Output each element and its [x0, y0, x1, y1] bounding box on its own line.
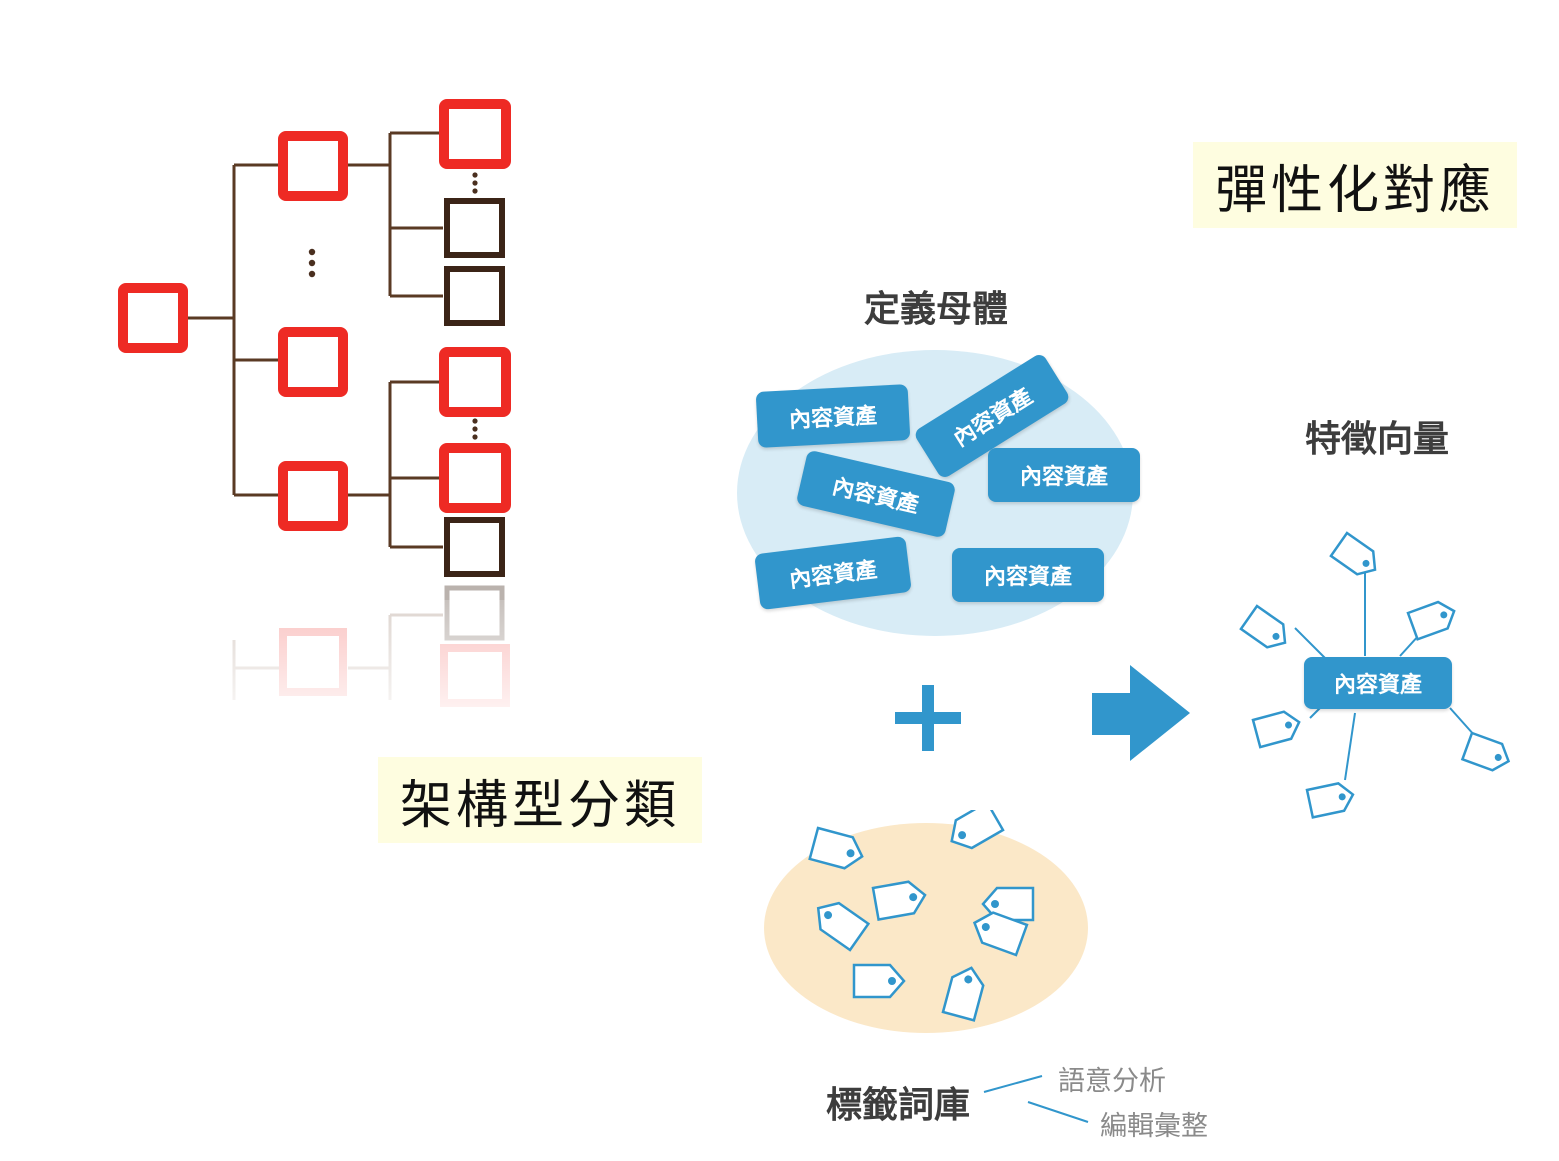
- tag-icon: [972, 911, 1029, 957]
- tag-icon: [1251, 710, 1301, 749]
- tag-icon: [1329, 531, 1377, 576]
- feature-vector-title: 特徵向量: [1305, 419, 1450, 460]
- tag-icon: [950, 810, 1005, 850]
- tree-node-root: [118, 283, 188, 353]
- library-tags: [808, 810, 1035, 1022]
- plus-icon: [895, 685, 961, 751]
- tree-node-l1-b: [278, 327, 348, 397]
- tree-connectors: [187, 131, 443, 549]
- method-editorial-compilation: 編輯彙整: [1100, 1111, 1208, 1142]
- asset-pill-1: 內容資產: [755, 384, 911, 448]
- tag-icon: [1460, 731, 1511, 772]
- asset-pill-4: 內容資產: [988, 448, 1140, 502]
- tree-node-l2-a: [439, 99, 511, 169]
- feature-center-asset: 內容資產: [1304, 657, 1452, 709]
- tree-ellipsis: [308, 172, 478, 440]
- library-method-connectors: [983, 1075, 1089, 1123]
- hierarchy-tree: [100, 99, 540, 740]
- tag-icon: [1239, 604, 1287, 649]
- tree-highlight-nodes: [118, 99, 511, 531]
- caption-structured-classification: 架構型分類: [378, 757, 702, 843]
- tag-icon: [852, 963, 906, 999]
- tree-node-l2-f: [444, 517, 505, 577]
- tree-plain-nodes: [444, 198, 505, 577]
- asset-pill-6: 內容資產: [952, 548, 1104, 602]
- tree-node-l2-e: [439, 443, 511, 513]
- tree-node-l1-a: [278, 131, 348, 201]
- tree-node-l2-c: [444, 266, 505, 326]
- method-semantic-analysis: 語意分析: [1058, 1066, 1166, 1097]
- tag-icon: [871, 880, 927, 921]
- tree-node-l1-c: [278, 461, 348, 531]
- tag-library-title: 標籤詞庫: [826, 1085, 971, 1126]
- caption-elastic-mapping: 彈性化對應: [1193, 142, 1517, 228]
- tag-icon: [941, 966, 985, 1022]
- tag-icon: [816, 901, 871, 952]
- tree-node-l2-b: [444, 198, 505, 258]
- right-arrow-icon: [1092, 665, 1190, 761]
- tag-icon: [1305, 782, 1355, 819]
- parent-cluster-title: 定義母體: [864, 289, 1009, 330]
- tree-node-l2-d: [439, 347, 511, 417]
- feature-tags: [1239, 531, 1511, 819]
- feature-vector-graph: [1239, 531, 1511, 819]
- tag-library-cloud: [764, 810, 1088, 1033]
- tag-icon: [808, 826, 864, 870]
- tag-icon: [1406, 600, 1456, 641]
